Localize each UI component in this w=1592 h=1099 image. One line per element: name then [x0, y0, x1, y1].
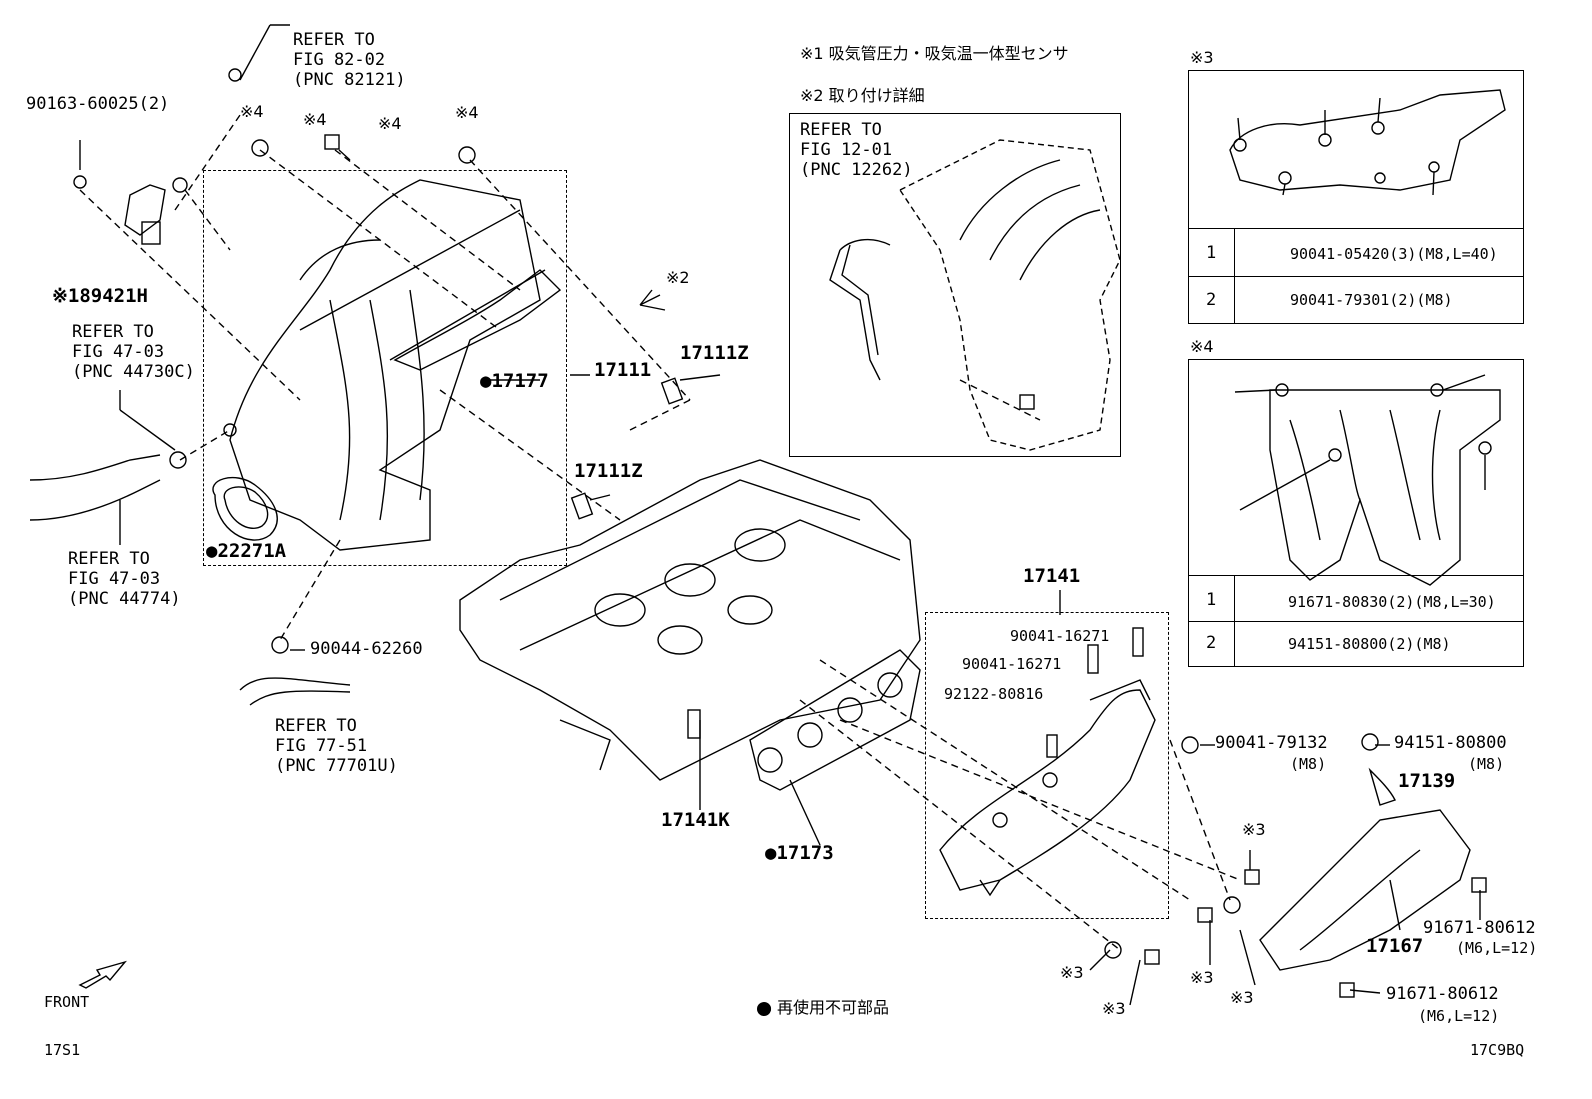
- ref-44774-line1: REFER TO: [68, 549, 150, 569]
- part-17111z-lower: 17111Z: [574, 460, 643, 482]
- ref-44730c-line3: (PNC 44730C): [72, 362, 195, 382]
- ref-77701u-line2: FIG 77-51: [275, 736, 368, 756]
- part-94151-80800: 94151-80800: [1394, 733, 1507, 753]
- part-90041-16271-b: 90041-16271: [962, 655, 1062, 673]
- exhaust-manifold-group-frame: [925, 612, 1169, 919]
- ref-44730c-line2: FIG 47-03: [72, 342, 165, 362]
- part-90041-16271-a: 90041-16271: [1010, 627, 1110, 645]
- part-17111: 17111: [594, 359, 652, 381]
- part-91671-80612-b-size: (M6,L=12): [1418, 1007, 1500, 1025]
- front-label: FRONT: [44, 993, 90, 1011]
- table4-divider: [1188, 575, 1524, 576]
- mark-4-d: ※4: [455, 103, 479, 122]
- note-2: ※2 取り付け詳細: [800, 86, 925, 105]
- table4-row2-part: 94151-80800(2)(M8): [1288, 635, 1451, 653]
- table3-row1-part: 90041-05420(3)(M8,L=40): [1290, 245, 1498, 263]
- mark-3-d: ※3: [1230, 988, 1254, 1007]
- mark-2: ※2: [666, 268, 690, 287]
- ref-82-02-line2: FIG 82-02: [293, 50, 386, 70]
- mark-4-b: ※4: [303, 110, 327, 129]
- nonreusable-legend: ● 再使用不可部品: [758, 998, 890, 1017]
- part-89421h: ※189421H: [52, 285, 148, 307]
- note-4-label: ※4: [1190, 337, 1214, 356]
- part-17139: 17139: [1398, 770, 1456, 792]
- ref-77701u-line3: (PNC 77701U): [275, 756, 398, 776]
- table4-row2-num: 2: [1206, 633, 1217, 653]
- mark-4-a: ※4: [240, 102, 264, 121]
- ref-82-02-line3: (PNC 82121): [293, 70, 406, 90]
- table3-divider: [1234, 228, 1235, 324]
- part-90041-79132: 90041-79132: [1215, 733, 1328, 753]
- ref-44730c-line1: REFER TO: [72, 322, 154, 342]
- ref-12-01-line1: REFER TO: [800, 120, 882, 140]
- part-91671-80612-a-size: (M6,L=12): [1456, 939, 1538, 957]
- mark-3-b: ※3: [1060, 963, 1084, 982]
- table4-row1-part: 91671-80830(2)(M8,L=30): [1288, 593, 1496, 611]
- part-17177: ●17177: [480, 370, 549, 392]
- table3-divider: [1188, 228, 1524, 229]
- part-92122-80816: 92122-80816: [944, 685, 1044, 703]
- mark-3-c: ※3: [1190, 968, 1214, 987]
- ref-12-01-line3: (PNC 12262): [800, 160, 913, 180]
- part-17167: 17167: [1366, 935, 1424, 957]
- ref-44774-line3: (PNC 44774): [68, 589, 181, 609]
- part-22271a: ●22271A: [206, 540, 287, 562]
- ref-82-02-line1: REFER TO: [293, 30, 375, 50]
- part-17173: ●17173: [765, 842, 834, 864]
- part-90041-79132-size: (M8): [1290, 755, 1327, 773]
- table3-frame: [1188, 70, 1524, 324]
- ref-44774-line2: FIG 47-03: [68, 569, 161, 589]
- detail-2-frame: [789, 113, 1121, 457]
- part-91671-80612-b: 91671-80612: [1386, 984, 1499, 1004]
- part-17111z-upper: 17111Z: [680, 342, 749, 364]
- part-90163-60025: 90163-60025(2): [26, 94, 170, 114]
- part-17141k: 17141K: [661, 809, 730, 831]
- note-1: ※1 吸気管圧力・吸気温一体型センサ: [800, 44, 1069, 63]
- table3-row1-num: 1: [1206, 243, 1217, 263]
- table3-row2-part: 90041-79301(2)(M8): [1290, 291, 1453, 309]
- part-94151-80800-size: (M8): [1468, 755, 1505, 773]
- left-code: 17S1: [44, 1041, 81, 1059]
- part-90044-62260: 90044-62260: [310, 639, 423, 659]
- ref-77701u-line1: REFER TO: [275, 716, 357, 736]
- mark-4-c: ※4: [378, 114, 402, 133]
- right-code: 17C9BQ: [1470, 1041, 1525, 1059]
- mark-3-a: ※3: [1242, 820, 1266, 839]
- table4-row1-num: 1: [1206, 590, 1217, 610]
- table3-row2-num: 2: [1206, 290, 1217, 310]
- table4-frame: [1188, 359, 1524, 667]
- table3-divider: [1188, 276, 1524, 277]
- part-91671-80612-a: 91671-80612: [1423, 918, 1536, 938]
- ref-12-01-line2: FIG 12-01: [800, 140, 893, 160]
- part-17141: 17141: [1023, 565, 1081, 587]
- table4-divider: [1234, 575, 1235, 667]
- intake-manifold-group-frame: [203, 170, 567, 566]
- mark-3-e: ※3: [1102, 999, 1126, 1018]
- table4-divider: [1188, 621, 1524, 622]
- note-3-label: ※3: [1190, 48, 1214, 67]
